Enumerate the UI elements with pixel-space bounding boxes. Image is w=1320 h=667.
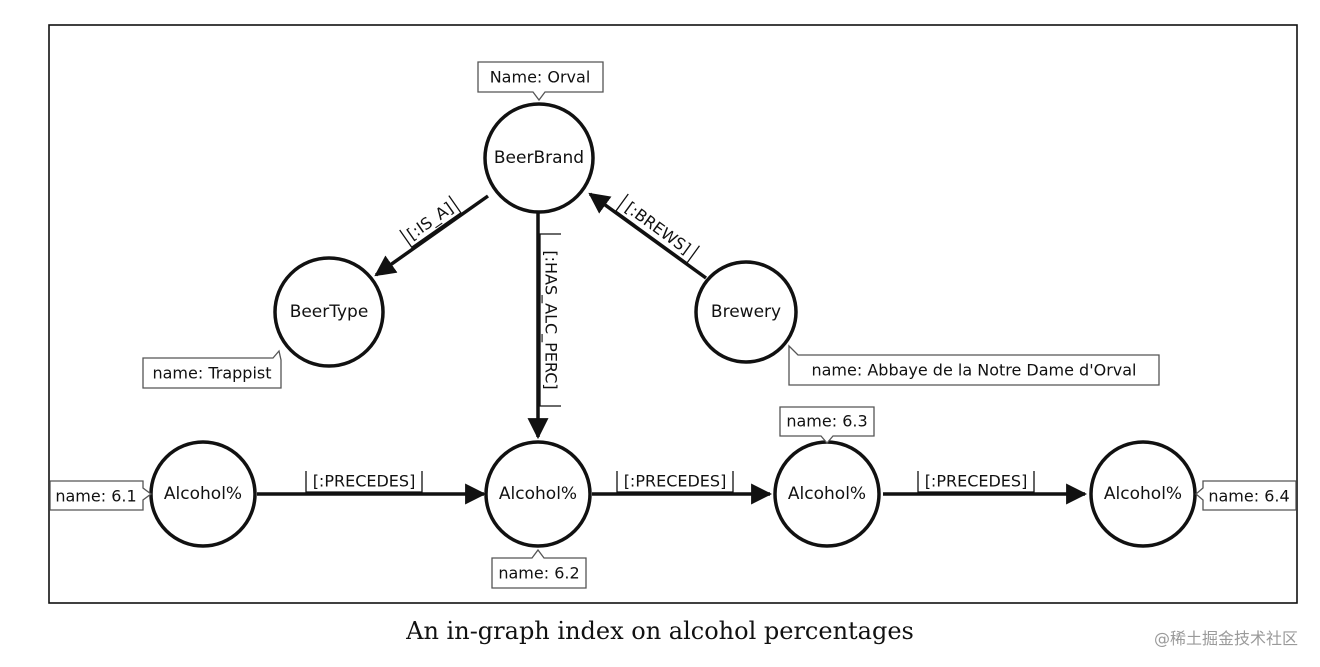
node-alcohol-6-4-label: Alcohol% <box>1104 484 1182 504</box>
figure-caption: An in-graph index on alcohol percentages <box>406 617 914 645</box>
node-alcohol-6-3-label: Alcohol% <box>788 484 866 504</box>
diagram-frame <box>48 24 1298 604</box>
node-beertype-label: BeerType <box>290 302 369 322</box>
node-brewery-label: Brewery <box>711 302 781 322</box>
node-brewery: Brewery <box>694 260 798 364</box>
callout-alcohol-6-3-text: name: 6.3 <box>786 412 867 431</box>
node-beertype: BeerType <box>273 256 385 368</box>
edge-label-precedes-3: [:PRECEDES] <box>917 470 1035 493</box>
edge-label-precedes-2: [:PRECEDES] <box>616 470 734 493</box>
callout-alcohol-6-1-text: name: 6.1 <box>55 487 136 506</box>
node-beerbrand-label: BeerBrand <box>494 148 584 168</box>
edge-label-has-alc-perc-text: [:HAS_ALC_PERC] <box>541 250 561 389</box>
node-alcohol-6-4: Alcohol% <box>1089 440 1197 548</box>
edge-label-brews-text: [:BREWS] <box>622 198 695 258</box>
node-alcohol-6-2: Alcohol% <box>484 440 592 548</box>
callout-brewery: name: Abbaye de la Notre Dame d'Orval <box>788 344 1160 386</box>
callout-brewery-text: name: Abbaye de la Notre Dame d'Orval <box>811 361 1136 380</box>
callout-beerbrand-text: Name: Orval <box>490 68 591 87</box>
callout-alcohol-6-4-text: name: 6.4 <box>1208 487 1289 506</box>
edge-label-precedes-3-text: [:PRECEDES] <box>925 472 1028 491</box>
edge-label-brews: [:BREWS] <box>615 193 701 264</box>
callout-beertype-text: name: Trappist <box>152 364 271 383</box>
callout-beertype: name: Trappist <box>142 349 282 389</box>
node-alcohol-6-2-label: Alcohol% <box>499 484 577 504</box>
node-alcohol-6-3: Alcohol% <box>773 440 881 548</box>
edge-label-precedes-1-text: [:PRECEDES] <box>313 472 416 491</box>
node-beerbrand: BeerBrand <box>483 102 595 214</box>
edge-brews <box>588 192 708 280</box>
edge-label-precedes-2-text: [:PRECEDES] <box>624 472 727 491</box>
watermark: @稀土掘金技术社区 <box>1153 629 1298 648</box>
node-alcohol-6-1-label: Alcohol% <box>164 484 242 504</box>
callout-alcohol-6-2-text: name: 6.2 <box>498 564 579 583</box>
callout-beerbrand: Name: Orval <box>477 61 604 102</box>
node-alcohol-6-1: Alcohol% <box>149 440 257 548</box>
callout-alcohol-6-4: name: 6.4 <box>1195 480 1297 511</box>
callout-alcohol-6-1: name: 6.1 <box>49 480 153 511</box>
edge-label-has-alc-perc: [:HAS_ALC_PERC] <box>539 233 562 407</box>
edge-is-a <box>374 194 490 277</box>
callout-alcohol-6-2: name: 6.2 <box>491 548 587 589</box>
edge-label-precedes-1: [:PRECEDES] <box>305 470 423 493</box>
callout-alcohol-6-3: name: 6.3 <box>779 406 875 444</box>
